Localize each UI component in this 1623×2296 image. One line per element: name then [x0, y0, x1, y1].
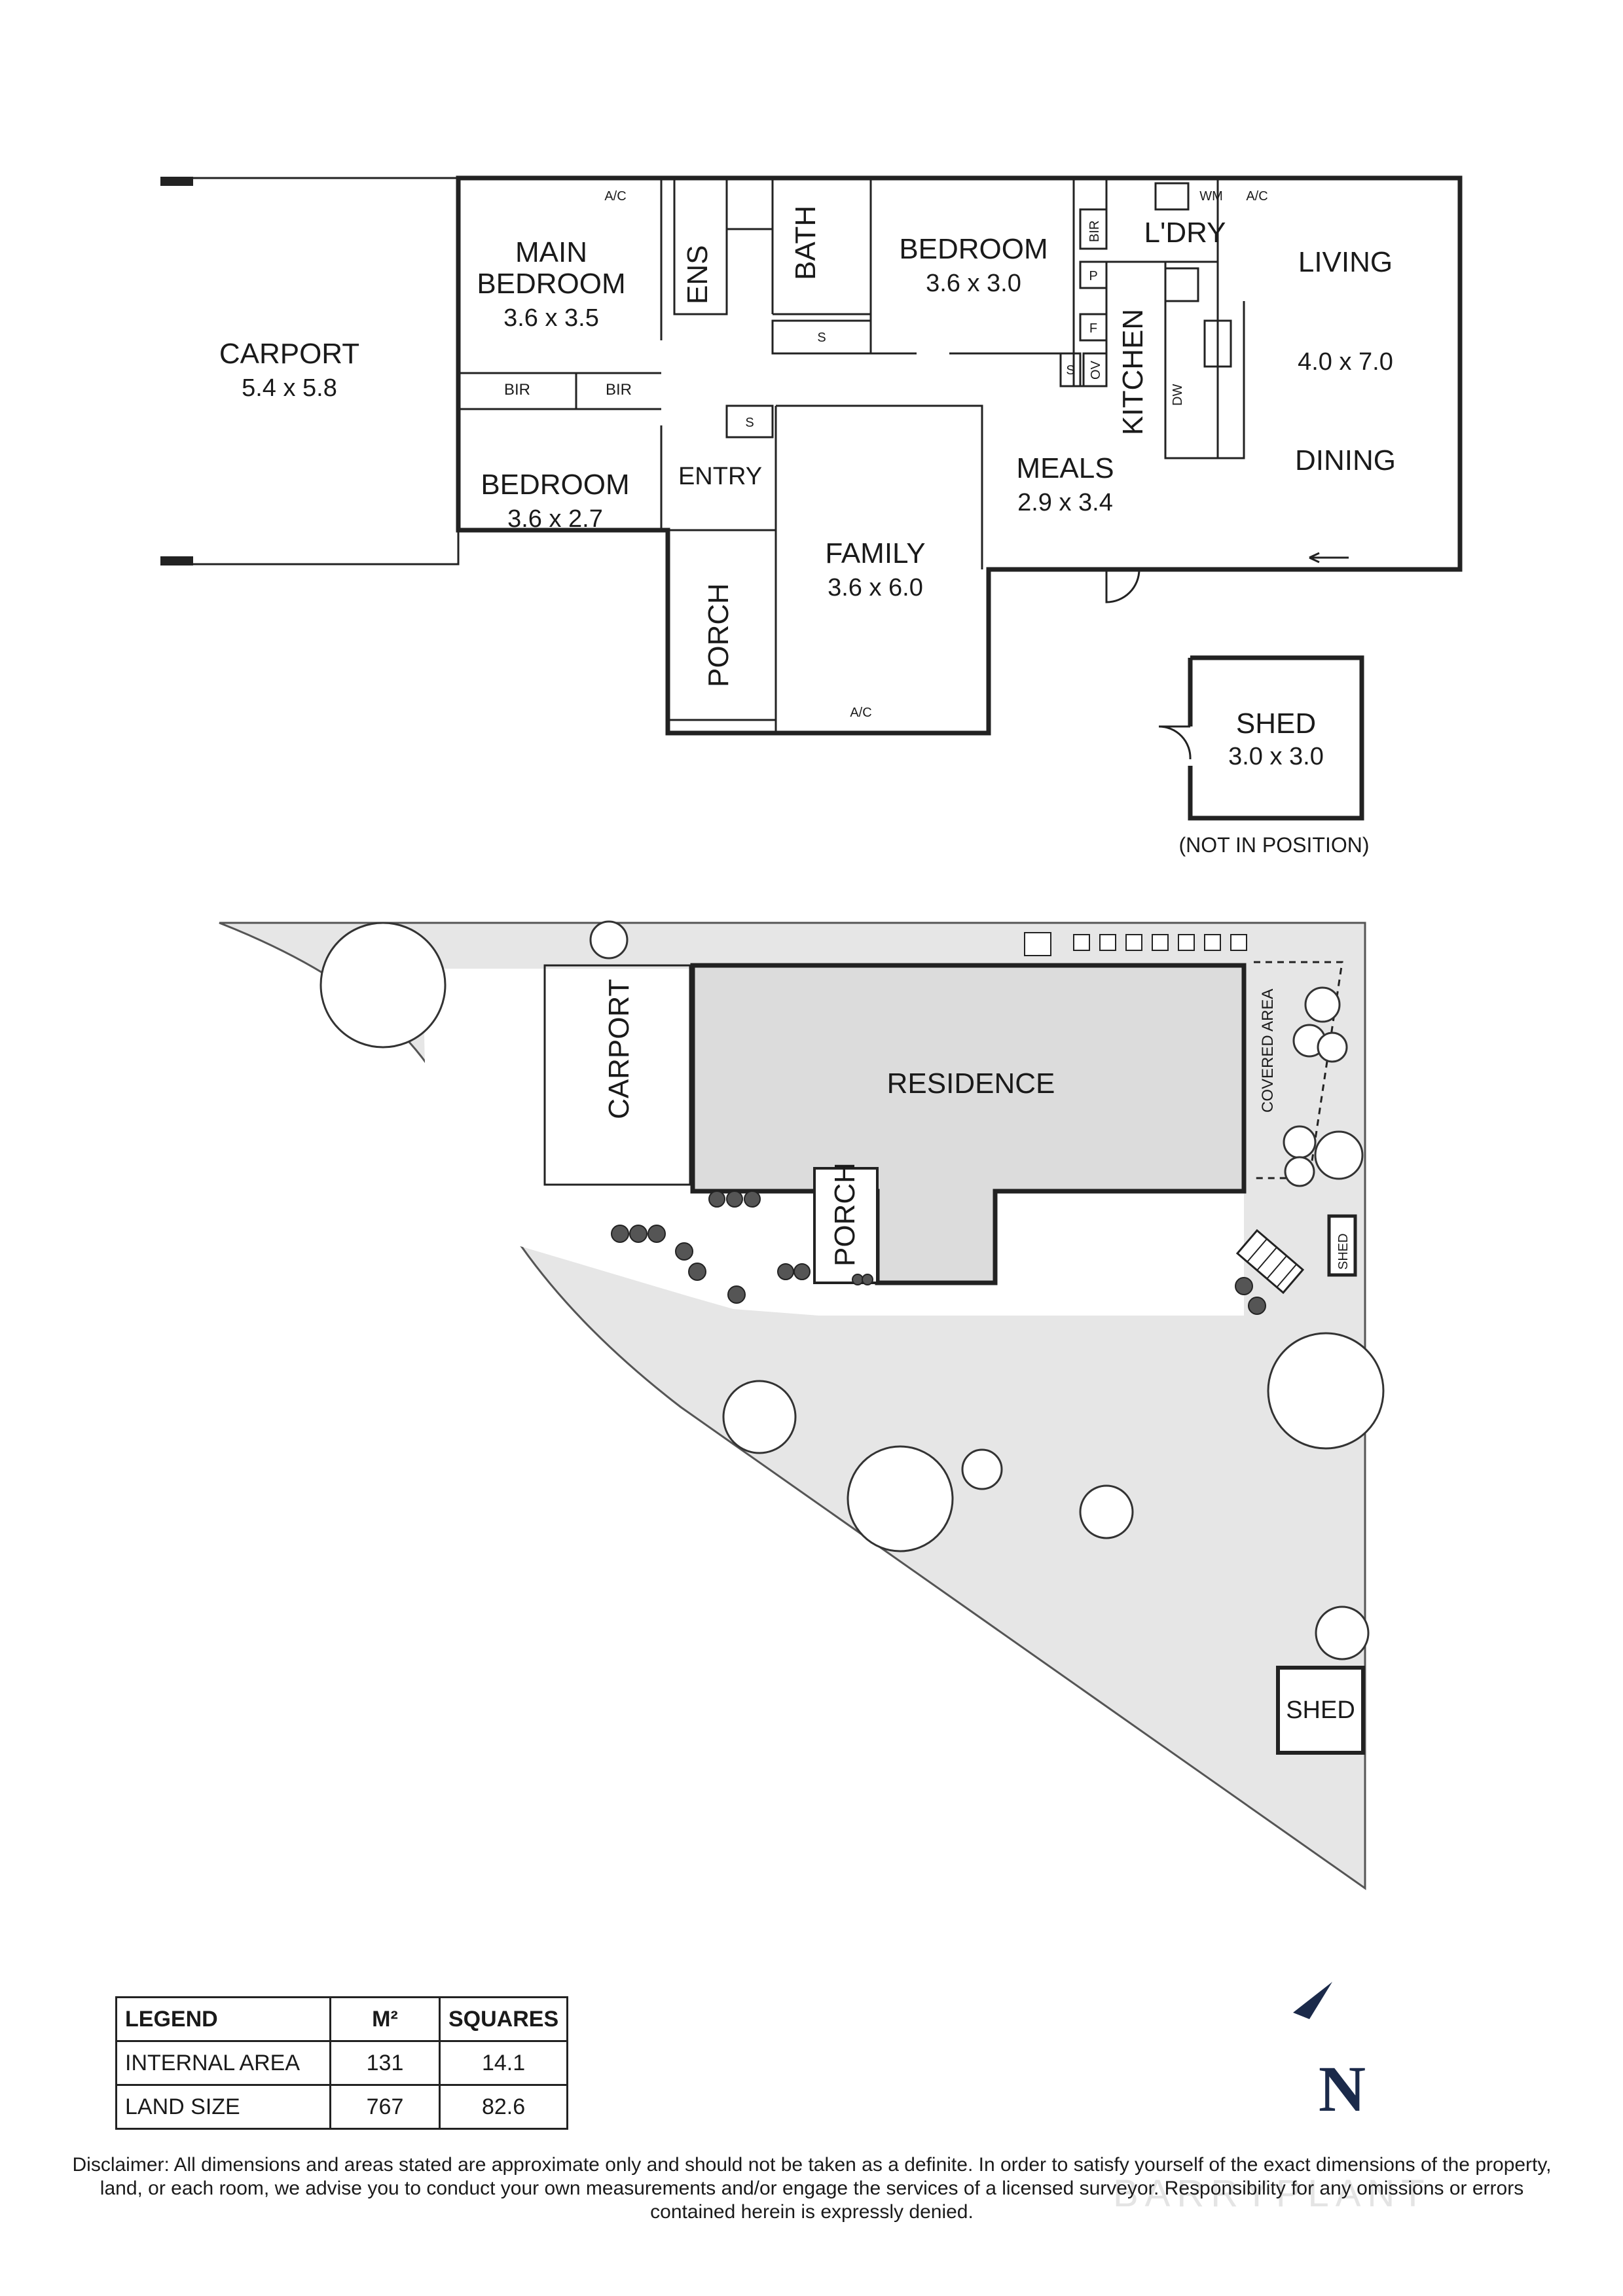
bedroom3-dim: 3.6 x 2.7: [507, 505, 603, 533]
stairs: [1235, 1229, 1305, 1295]
site-shed-small-label: SHED: [1336, 1233, 1351, 1270]
cooktop: [1164, 267, 1199, 302]
floor-plan: CARPORT 5.4 x 5.8 MAIN BEDROOM 3.6 x 3.5…: [160, 175, 1463, 857]
washing-machine: [1154, 182, 1190, 211]
storage-label: S: [745, 416, 754, 430]
legend-header: SQUARES: [438, 1996, 569, 2042]
meals-dim: 2.9 x 3.4: [1017, 489, 1113, 516]
bir-label: BIR: [504, 381, 530, 399]
legend-cell: INTERNAL AREA: [115, 2040, 331, 2086]
carport-post: [160, 556, 193, 565]
carport-dim: 5.4 x 5.8: [242, 374, 337, 402]
north-compass: N: [1293, 1982, 1366, 2125]
legend-table: LEGEND M² SQUARES INTERNAL AREA 131 14.1…: [115, 1996, 569, 2130]
site-carport: [543, 964, 691, 1186]
trees: [319, 920, 1385, 1660]
ens-label: ENS: [682, 245, 714, 304]
covered-area-label: COVERED AREA: [1259, 989, 1277, 1113]
bath-label: BATH: [790, 206, 822, 280]
disclaimer: Disclaimer: All dimensions and areas sta…: [72, 2154, 1552, 2223]
meals-label: MEALS: [1016, 452, 1114, 484]
family-dim: 3.6 x 6.0: [828, 574, 923, 601]
site-carport-label: CARPORT: [603, 979, 635, 1119]
legend-header: M²: [329, 1996, 441, 2042]
legend-header: LEGEND: [115, 1996, 331, 2042]
living-dim: 4.0 x 7.0: [1298, 348, 1393, 376]
shed-dim: 3.0 x 3.0: [1228, 743, 1324, 770]
ac-label: A/C: [850, 706, 871, 720]
site-shed: [1276, 1666, 1365, 1755]
living-label: LIVING: [1298, 246, 1393, 278]
door-swing: [1105, 569, 1140, 603]
family-walls: [775, 404, 983, 733]
ac-label: A/C: [1246, 189, 1267, 204]
dining-label: DINING: [1295, 444, 1396, 476]
wm-label: WM: [1199, 189, 1223, 204]
pantry: [1079, 260, 1108, 289]
kitchen-label: KITCHEN: [1117, 309, 1149, 435]
dishwasher-label: DW: [1171, 384, 1185, 406]
laundry-label: L'DRY: [1144, 217, 1226, 249]
main-bedroom-dim: 3.6 x 3.5: [503, 304, 599, 332]
legend-cell: LAND SIZE: [115, 2084, 331, 2130]
legend-cell: 131: [329, 2040, 441, 2086]
fridge-label: F: [1089, 321, 1097, 336]
bir-label: BIR: [606, 381, 632, 399]
legend-header-row: LEGEND M² SQUARES: [115, 1996, 569, 2042]
bathroom-walls: [673, 178, 872, 315]
site-porch: [813, 1167, 879, 1284]
bedroom3-label: BEDROOM: [481, 469, 629, 501]
site-porch-label: PORCH: [829, 1162, 861, 1266]
bedroom2-dim: 3.6 x 3.0: [926, 270, 1021, 297]
bir-label: BIR: [1087, 221, 1102, 242]
ac-label: A/C: [604, 189, 626, 204]
residence-label: RESIDENCE: [887, 1067, 1055, 1100]
porch-label: PORCH: [702, 583, 735, 687]
bedroom-walls: [458, 178, 663, 530]
carport-post: [160, 177, 193, 186]
covered-area: [1254, 961, 1343, 1179]
legend-row: LAND SIZE 767 82.6: [115, 2084, 569, 2130]
site-shed-label: SHED: [1286, 1696, 1355, 1724]
shed-note: (NOT IN POSITION): [1179, 833, 1370, 857]
shed-door: [1158, 725, 1192, 760]
oven-label: OV: [1089, 360, 1103, 380]
shed-label: SHED: [1236, 708, 1316, 740]
bir-cupboard: [1079, 208, 1108, 250]
family-label: FAMILY: [825, 537, 925, 569]
main-bedroom-label-2: BEDROOM: [477, 268, 625, 300]
storage: [1059, 352, 1082, 387]
carport-outline: [164, 177, 460, 565]
legend-cell: 82.6: [438, 2084, 569, 2130]
legend-row: INTERNAL AREA 131 14.1: [115, 2040, 569, 2086]
storage-label: S: [817, 331, 826, 345]
legend-cell: 767: [329, 2084, 441, 2130]
carport-label: CARPORT: [219, 338, 359, 370]
fence-posts: [1024, 932, 1247, 956]
fridge: [1079, 313, 1108, 342]
entry-storage: [725, 404, 774, 439]
compass-n: N: [1319, 2053, 1366, 2125]
main-bedroom-label-1: MAIN: [515, 236, 587, 268]
legend-cell: 14.1: [438, 2040, 569, 2086]
shed-outline: [1188, 655, 1364, 821]
site-shed-small: [1327, 1214, 1357, 1277]
site-plan: CARPORT RESIDENCE PORCH COVERED AREA SHE…: [219, 920, 1385, 1890]
watermark: BARRYPLANT: [1113, 2172, 1431, 2215]
oven: [1082, 352, 1108, 387]
entry-label: ENTRY: [678, 463, 762, 490]
house-outline: [456, 175, 1463, 736]
storage-label: S: [1066, 363, 1074, 378]
shrubs: [611, 1191, 1266, 1315]
bedroom2-walls: [869, 178, 1075, 355]
sliding-door-arrow: [1309, 552, 1349, 564]
pantry-label: P: [1089, 269, 1097, 283]
bedroom2-label: BEDROOM: [899, 233, 1048, 265]
sink: [1203, 319, 1232, 368]
porch-walls: [668, 529, 776, 721]
